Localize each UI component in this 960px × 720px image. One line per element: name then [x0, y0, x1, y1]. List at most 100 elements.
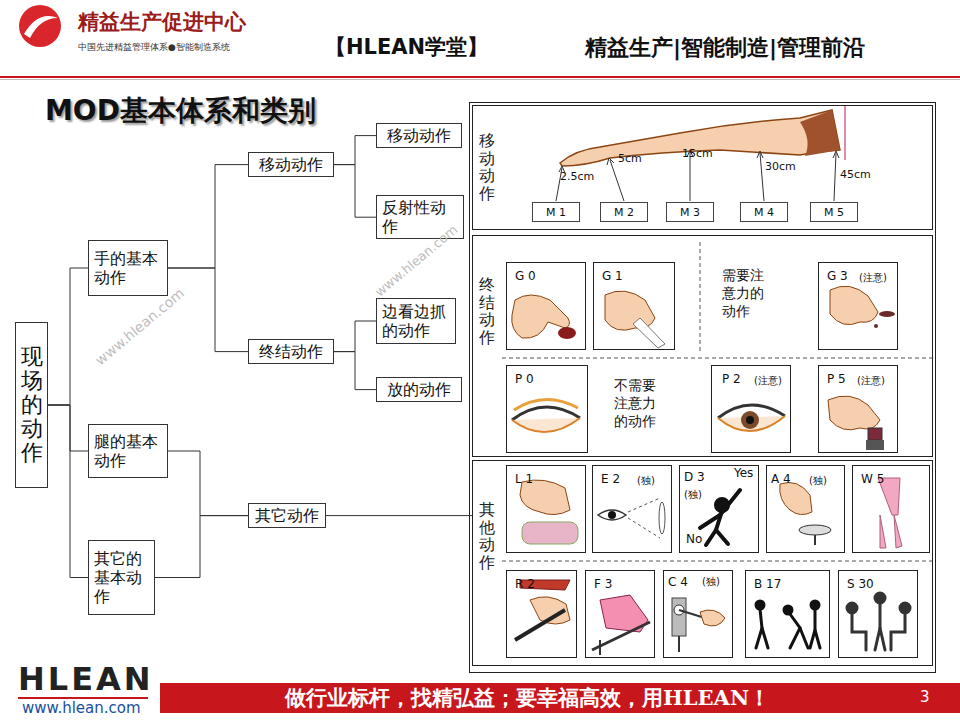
reach-code: M 5	[810, 202, 858, 222]
node-label: 终结动作	[259, 342, 323, 361]
action-cell: W 5	[852, 465, 930, 553]
node-label: 其他动作	[479, 501, 495, 571]
group-note: 需要注意力的动作	[722, 266, 776, 321]
root-box: 现场的动作	[15, 322, 48, 488]
page-number: 3	[920, 688, 930, 706]
tree-connector	[334, 165, 376, 218]
action-cell: L 1	[506, 465, 586, 553]
logo-mark	[19, 5, 61, 47]
distance-label: 5cm	[618, 152, 642, 165]
node-note: (注意)	[859, 271, 887, 285]
node-label: P 2	[722, 372, 741, 386]
node-label: W 5	[861, 472, 884, 486]
distance-label: 2.5cm	[560, 170, 594, 183]
node-label: D 3	[684, 470, 705, 484]
category-box: 手的基本动作	[88, 240, 168, 296]
category-box: 腿的基本动作	[88, 424, 168, 478]
node-label: F 3	[594, 577, 612, 591]
node-label: A 4	[771, 472, 791, 486]
section-panel: 终结动作 G 0 G 1 G 3 (注意) P 0 P 2 (注意) P 5 (注意)	[472, 235, 933, 457]
action-cell: C 4 (独)	[663, 570, 733, 658]
tree-connector	[168, 268, 248, 352]
tree-connector	[334, 321, 376, 352]
node-label: G 0	[515, 269, 536, 283]
node-label: 手的基本动作	[94, 249, 162, 287]
branch-box: 终结动作	[248, 339, 334, 364]
node-note: Yes	[734, 466, 753, 480]
distance-label: 30cm	[765, 160, 796, 173]
node-label: 移动动作	[259, 155, 323, 174]
leaf-box: 放的动作	[376, 377, 462, 402]
node-label: 移动动作	[387, 126, 451, 145]
node-label: L 1	[515, 472, 533, 486]
node-note: (独)	[684, 488, 702, 502]
node-label: 现场的动作	[21, 345, 43, 466]
node-label: 移动动作	[479, 132, 495, 202]
node-label: C 4	[668, 575, 688, 589]
watermark: www.hlean.com	[372, 222, 460, 300]
node-label: B 17	[754, 577, 781, 591]
action-cell: G 3 (注意)	[818, 262, 898, 350]
panel-frame	[470, 103, 936, 673]
tree-connector	[48, 405, 88, 578]
tree-connector	[168, 165, 248, 268]
tree-connector	[155, 516, 248, 578]
reach-code: M 2	[600, 202, 648, 222]
node-label: 边看边抓的动作	[382, 302, 450, 340]
node-label: G 3	[827, 269, 848, 283]
press-figure	[520, 480, 578, 544]
action-cell: P 0	[506, 365, 588, 453]
section-panel: 其他动作 L 1 E 2 (独) D 3 Yes (独) No A 4 (独) W 5 R 2 F 3 C…	[472, 460, 933, 666]
node-label: M 2	[614, 206, 634, 219]
footer-logo: HLEAN	[18, 660, 154, 698]
leaf-box: 移动动作	[376, 123, 462, 148]
footer-url: www.hlean.com	[22, 699, 141, 717]
action-cell: P 5 (注意)	[818, 365, 898, 453]
node-label: E 2	[601, 472, 620, 486]
title: MOD基本体系和类别	[45, 92, 316, 130]
node-label: M 3	[680, 206, 700, 219]
tree-connector	[168, 451, 248, 516]
tree-connector	[334, 136, 376, 165]
node-note: (独)	[637, 474, 655, 488]
node-label: G 1	[602, 269, 623, 283]
node-note: (独)	[809, 474, 827, 488]
grasp-figure	[512, 295, 576, 339]
node-label: 其它动作	[255, 506, 319, 525]
action-cell: E 2 (独)	[592, 465, 672, 553]
node-note: (注意)	[754, 374, 782, 388]
reach-code: M 4	[740, 202, 788, 222]
node-label: P 0	[515, 372, 534, 386]
tree-connector	[326, 515, 472, 516]
arm-figure	[560, 105, 845, 166]
node-note: (注意)	[857, 374, 885, 388]
branch-box: 其它动作	[248, 503, 326, 528]
leaf-box: 边看边抓的动作	[376, 298, 456, 344]
node-label: R 2	[515, 577, 535, 591]
header-slogan: 精益生产|智能制造|管理前沿	[585, 33, 865, 63]
action-cell: R 2	[506, 570, 577, 658]
node-label: 腿的基本动作	[94, 432, 162, 470]
node-note: No	[686, 532, 702, 546]
action-cell: D 3 Yes (独) No	[679, 465, 759, 553]
group-note: 不需要注意力的动作	[614, 376, 668, 431]
node-label: 终结动作	[479, 276, 495, 346]
node-label: S 30	[847, 577, 874, 591]
reach-code: M 3	[666, 202, 714, 222]
node-note: (独)	[702, 575, 720, 589]
org-name: 精益生产促进中心	[78, 8, 246, 36]
action-cell: G 0	[506, 262, 586, 350]
node-label: 放的动作	[387, 380, 451, 399]
action-cell: G 1	[593, 262, 675, 350]
eye-figure	[512, 399, 580, 432]
action-cell: P 2 (注意)	[711, 365, 791, 453]
footer-bar	[160, 683, 960, 713]
distance-label: 45cm	[840, 168, 871, 181]
node-label: 其它的基本动作	[94, 549, 149, 607]
action-cell: F 3	[585, 570, 655, 658]
org-tagline: 中国先进精益管理体系●智能制造系统	[78, 41, 230, 54]
node-label: P 5	[827, 372, 846, 386]
node-label: M 1	[546, 206, 566, 219]
action-cell: S 30	[838, 570, 918, 658]
watermark: www.hlean.com	[92, 285, 187, 368]
